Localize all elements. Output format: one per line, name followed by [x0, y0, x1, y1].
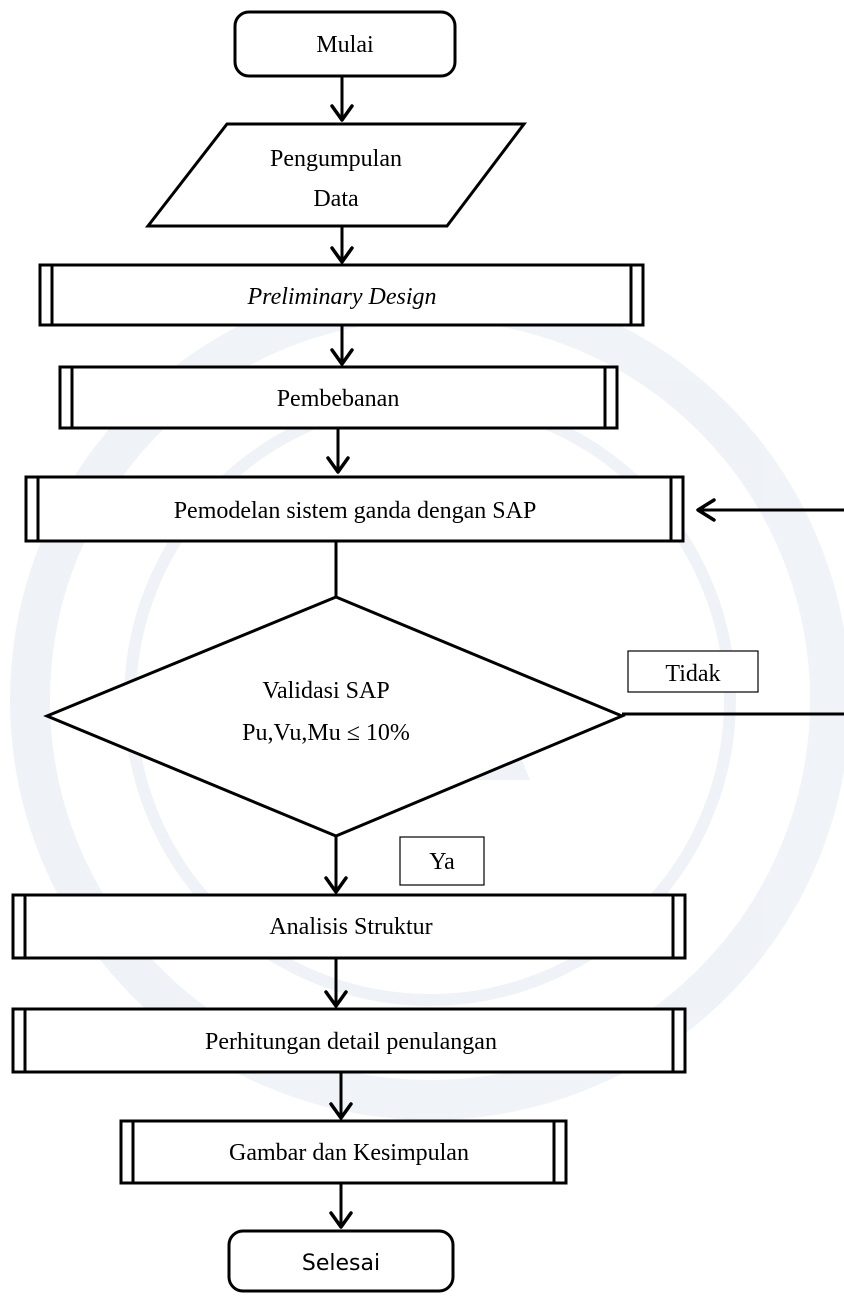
arrow-data-to-preliminary [330, 226, 354, 264]
data-collection-parallelogram: Pengumpulan Data [144, 122, 528, 228]
arrow-start-to-data [330, 76, 354, 122]
arrow-preliminary-to-loading [330, 325, 354, 366]
modeling-label: Pemodelan sistem ganda dengan SAP [174, 498, 537, 524]
validation-label-line1: Validasi SAP [262, 678, 389, 704]
no-label-box: Tidak [627, 650, 759, 693]
drawing-conclusion-label: Gambar dan Kesimpulan [229, 1140, 469, 1166]
no-label: Tidak [665, 661, 720, 687]
arrow-drawing-to-end [329, 1183, 353, 1229]
arrow-feedback-into-modeling [696, 498, 844, 522]
arrow-reinforcement-to-drawing [329, 1072, 353, 1120]
drawing-conclusion-process: Gambar dan Kesimpulan [119, 1119, 568, 1185]
modeling-process: Pemodelan sistem ganda dengan SAP [24, 475, 685, 543]
arrow-loading-to-modeling [326, 428, 350, 474]
preliminary-design-label: Preliminary Design [246, 284, 436, 310]
end-terminator: Selesai [227, 1229, 455, 1293]
arrow-decision-to-analysis [324, 836, 348, 894]
start-label: Mulai [316, 32, 374, 58]
validation-decision: Validasi SAP Pu,Vu,Mu ≤ 10% [43, 595, 626, 838]
preliminary-design-process: Preliminary Design [38, 263, 645, 327]
structural-analysis-label: Analisis Struktur [269, 914, 432, 940]
loading-process: Pembebanan [58, 365, 619, 430]
structural-analysis-process: Analisis Struktur [11, 893, 687, 960]
data-collection-label-line2: Data [313, 186, 359, 212]
reinforcement-calc-process: Perhitungan detail penulangan [11, 1007, 687, 1074]
arrow-analysis-to-reinforcement [324, 958, 348, 1008]
end-label: Selesai [302, 1251, 380, 1276]
data-collection-label-line1: Pengumpulan [270, 146, 402, 172]
yes-label-box: Ya [399, 836, 485, 886]
loading-label: Pembebanan [277, 386, 400, 412]
yes-label: Ya [429, 849, 455, 875]
reinforcement-calc-label: Perhitungan detail penulangan [205, 1029, 497, 1055]
validation-label-line2: Pu,Vu,Mu ≤ 10% [242, 720, 410, 746]
start-terminator: Mulai [233, 10, 457, 78]
